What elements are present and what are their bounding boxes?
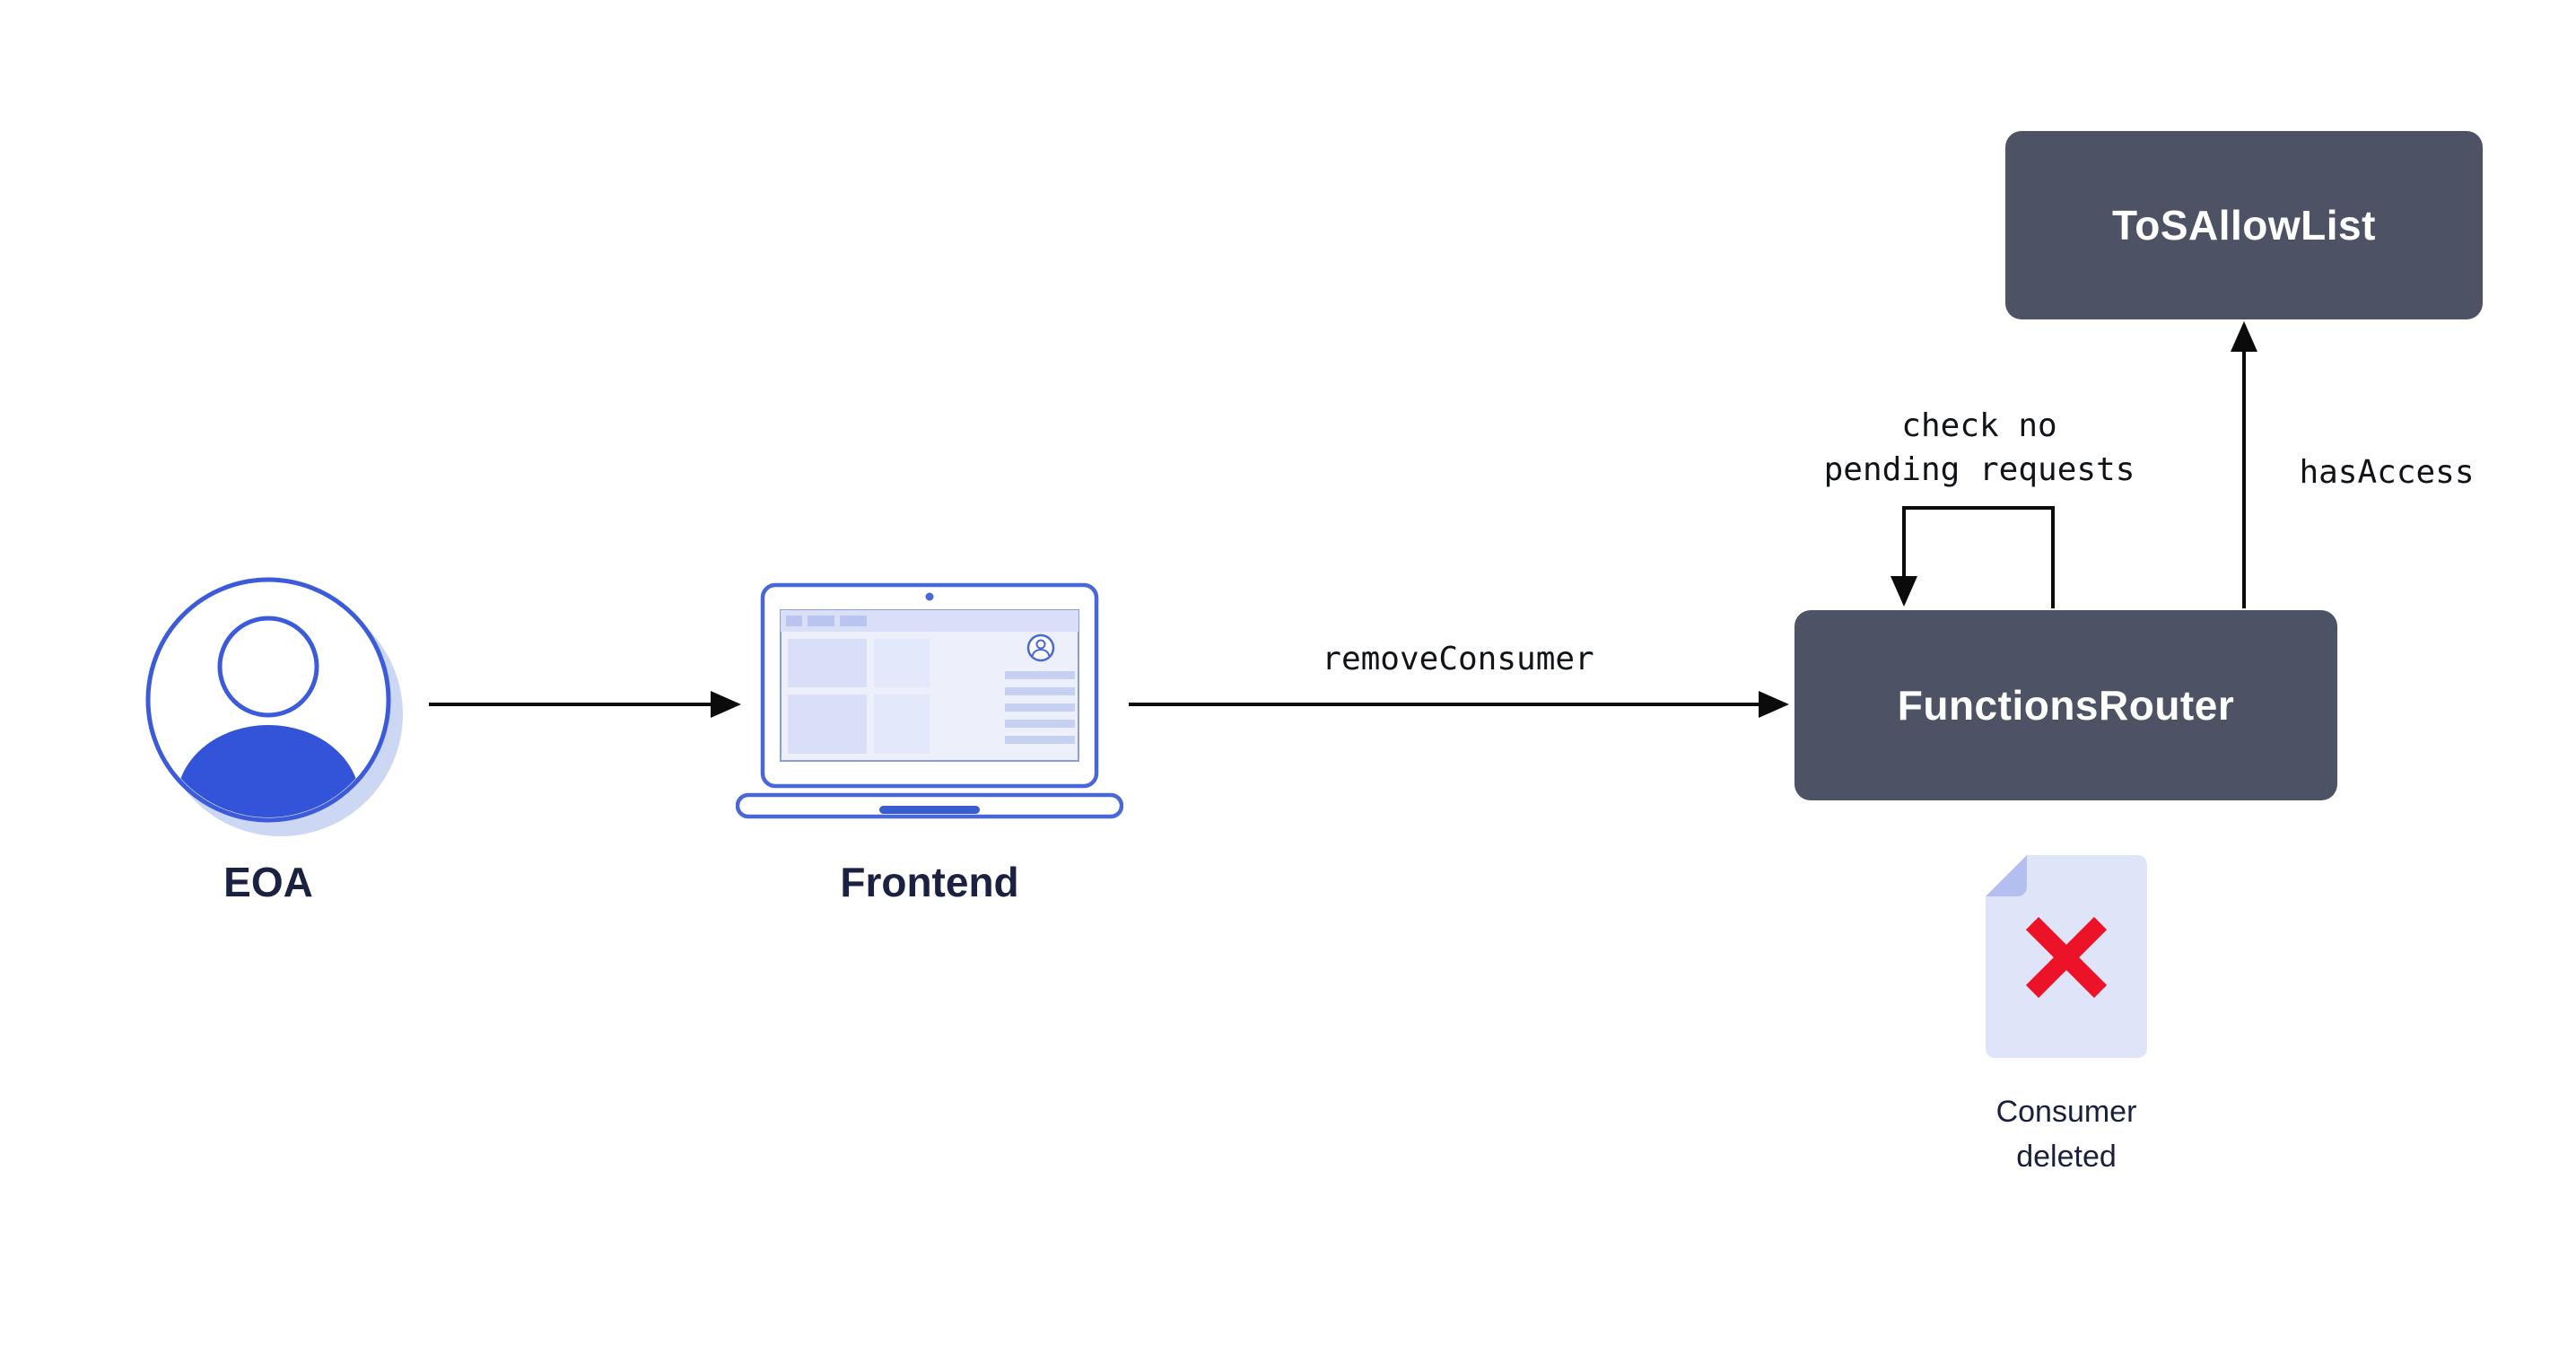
eoa-avatar-icon bbox=[145, 577, 403, 836]
node-functionsrouter: FunctionsRouter bbox=[1794, 610, 2337, 800]
edge-label-check-pending-line1: check no bbox=[1901, 407, 2057, 444]
consumer-deleted-label-line1: Consumer bbox=[1995, 1095, 2137, 1129]
edge-label-check-pending: check no pending requests bbox=[1800, 404, 2159, 492]
node-tosallowlist-label: ToSAllowList bbox=[2112, 202, 2376, 249]
consumer-deleted-doc-icon bbox=[1986, 855, 2147, 1058]
node-functionsrouter-label: FunctionsRouter bbox=[1897, 682, 2235, 729]
consumer-deleted-label-line2: deleted bbox=[2016, 1140, 2117, 1174]
frontend-laptop-icon bbox=[736, 582, 1123, 819]
edge-label-check-pending-line2: pending requests bbox=[1823, 451, 2135, 488]
frontend-label: Frontend bbox=[840, 859, 1019, 905]
edge-label-hasaccess: hasAccess bbox=[2299, 454, 2475, 491]
connector-check-pending-selfloop bbox=[1891, 506, 2055, 608]
error-x-icon bbox=[2025, 916, 2108, 999]
laptop-screen-avatar-icon bbox=[1026, 633, 1055, 662]
node-tosallowlist: ToSAllowList bbox=[2005, 131, 2483, 319]
consumer-deleted-label: Consumer deleted bbox=[1932, 1089, 2201, 1179]
eoa-label: EOA bbox=[223, 859, 313, 905]
edge-label-removeconsumer: removeConsumer bbox=[1322, 641, 1594, 677]
